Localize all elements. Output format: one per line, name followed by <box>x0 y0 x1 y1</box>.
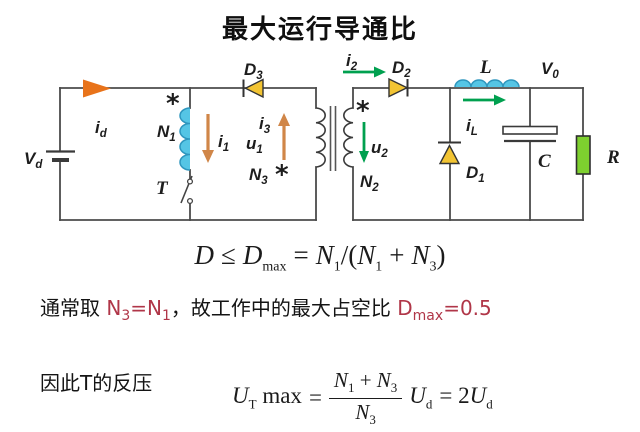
plus-sign: + <box>389 240 405 270</box>
c-label: C <box>538 151 551 172</box>
leq-sign: ≤ <box>221 240 236 270</box>
formula-reverse-voltage: UT max = N1 + N3 N3 Ud = 2Ud <box>232 368 493 427</box>
winding-n3 <box>315 107 326 168</box>
vd-label: Vd <box>24 149 43 171</box>
note-dmax-value: Dmax=0.5 <box>397 296 492 324</box>
fraction-numerator: N1 + N3 <box>328 368 403 399</box>
r-label: R <box>606 147 620 168</box>
formula-duty-ratio: D≤Dmax=N1/(N1+N3) <box>0 240 640 275</box>
close-paren: ) <box>436 240 446 270</box>
d1-label: D1 <box>466 163 485 185</box>
formula-duty-N1a-sub: 1 <box>333 259 341 275</box>
n3-dot-marker: * <box>275 160 289 190</box>
i2-label: i2 <box>346 51 358 73</box>
winding-n2 <box>343 107 354 168</box>
note-lead-text: 通常取 <box>40 296 107 320</box>
n1-dot-marker: * <box>166 89 180 119</box>
u2-voltage-arrow <box>359 122 369 163</box>
d2-label: D2 <box>392 58 411 80</box>
i1-label: i1 <box>218 132 229 154</box>
equals-sign: = <box>308 385 322 410</box>
formula-ut-ud: Ud <box>409 383 433 412</box>
voltage-source-vd <box>46 150 75 162</box>
switch-contact-top <box>186 178 194 185</box>
formula-duty-N1b-sub: 1 <box>375 259 383 275</box>
formula-duty-Dmax-sub: max <box>262 259 287 275</box>
page-title: 最大运行导通比 <box>221 15 418 45</box>
i2-current-arrow <box>343 66 386 78</box>
il-label: iL <box>466 116 478 138</box>
formula-duty-D: D <box>194 240 215 270</box>
note-mid-text: ，故工作中的最大占空比 <box>170 296 398 320</box>
switch-t <box>180 175 194 205</box>
il-current-arrow <box>463 94 506 106</box>
n2-label: N2 <box>360 172 379 194</box>
n3-label: N3 <box>249 165 268 187</box>
i3-label: i3 <box>259 114 271 136</box>
capacitor-c <box>502 125 558 143</box>
u2-label: u2 <box>371 138 388 160</box>
formula-ut-fraction: N1 + N3 N3 <box>328 368 403 427</box>
formula-duty-N3-sub: 3 <box>429 259 437 275</box>
formula-duty-N1a: N <box>315 240 334 270</box>
i1-current-arrow <box>202 114 214 163</box>
id-current-arrow <box>83 79 111 98</box>
fraction-denominator: N3 <box>355 399 376 427</box>
switch-contact-bottom <box>186 197 194 205</box>
diode-d2 <box>388 77 409 98</box>
n1-label: N1 <box>157 122 176 144</box>
formula-duty-Dmax: D <box>242 240 263 270</box>
diode-d3 <box>242 78 264 99</box>
note-n3-eq-n1: N3=N1 <box>106 296 171 324</box>
diode-d1 <box>438 141 461 165</box>
u1-label: u1 <box>246 134 263 156</box>
l-label: L <box>479 57 492 78</box>
t-label: T <box>156 178 169 199</box>
formula-duty-N1b: N <box>357 240 376 270</box>
n2-dot-marker: * <box>356 96 370 126</box>
transformer-core <box>329 106 337 171</box>
winding-n1 <box>179 107 191 171</box>
i3-current-arrow <box>278 113 290 160</box>
reverse-voltage-caption: 因此T的反压 <box>40 371 153 395</box>
formula-ut-lhs: UT max <box>232 383 302 412</box>
d3-label: D3 <box>244 60 263 82</box>
equals-sign: = <box>293 240 309 270</box>
formula-ut-rhs: = 2Ud <box>439 383 493 412</box>
resistor-r <box>575 135 591 175</box>
note-duty-cycle: 通常取 N3=N1，故工作中的最大占空比 Dmax=0.5 <box>40 292 492 324</box>
id-label: id <box>95 118 108 140</box>
inductor-l <box>454 79 520 88</box>
v0-label: V0 <box>541 59 559 81</box>
slash-paren: /( <box>340 240 358 270</box>
formula-duty-N3: N <box>411 240 430 270</box>
